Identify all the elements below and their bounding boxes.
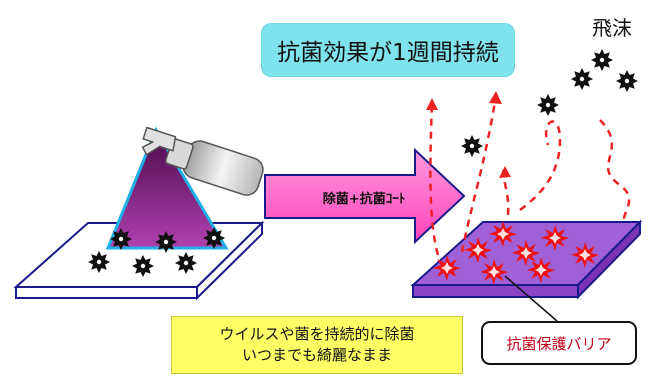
barrier-label-text: 抗菌保護バリア (506, 334, 612, 353)
barrier-label: 抗菌保護バリア (481, 321, 637, 365)
process-arrow-text: 除菌+抗菌ｺｰﾄ (322, 191, 406, 207)
caption-line-1: ウイルスや菌を持続的に除菌 (219, 325, 415, 343)
title-banner: 抗菌効果が1週間持続 (262, 24, 514, 76)
droplet-arrow-heads (426, 91, 511, 178)
process-arrow-label: 除菌+抗菌ｺｰﾄ (300, 183, 428, 211)
spray-bottle-icon (141, 126, 264, 196)
droplet-label: 飛沫 (582, 12, 642, 40)
droplet-label-text: 飛沫 (592, 15, 632, 40)
caption-box: ウイルスや菌を持続的に除菌 いつまでも綺麗なまま (171, 316, 463, 374)
process-arrow (264, 147, 466, 245)
droplet-bounce-paths (429, 94, 631, 256)
caption-line-2: いつまでも綺麗なまま (241, 346, 392, 364)
barrier-label-connector (504, 275, 558, 322)
title-text: 抗菌効果が1週間持続 (277, 40, 499, 66)
